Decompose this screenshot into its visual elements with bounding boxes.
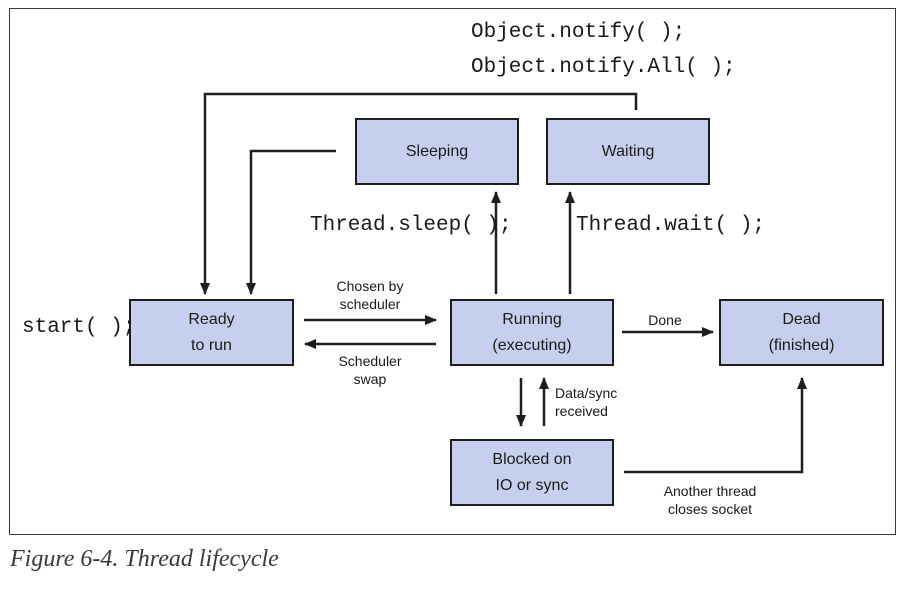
- node-waiting: Waiting: [546, 118, 710, 185]
- label-another-thread-line1: Another thread: [663, 483, 757, 499]
- node-running-label-line2: (executing): [492, 336, 572, 354]
- node-ready: Ready to run: [129, 299, 294, 366]
- node-ready-label-line1: Ready: [188, 310, 235, 328]
- label-swap-line1: Scheduler: [338, 353, 402, 369]
- node-dead-label-line2: (finished): [768, 336, 835, 354]
- label-chosen-line1: Chosen by: [336, 278, 404, 294]
- label-thread-sleep: Thread.sleep( );: [310, 214, 512, 237]
- node-dead: Dead (finished): [719, 299, 884, 366]
- node-ready-label-line2: to run: [191, 336, 232, 354]
- label-object-notify-all: Object.notify.All( );: [471, 56, 736, 79]
- node-blocked-label-line1: Blocked on: [492, 450, 572, 468]
- label-another-thread: Another thread closes socket: [645, 482, 775, 518]
- label-data-sync-received: Data/sync received: [555, 384, 635, 420]
- node-running: Running (executing): [450, 299, 614, 366]
- node-waiting-label: Waiting: [601, 142, 655, 160]
- label-done: Done: [636, 311, 694, 329]
- label-chosen-line2: scheduler: [339, 296, 401, 312]
- label-swap-line2: swap: [353, 371, 387, 387]
- node-sleeping-label: Sleeping: [405, 142, 469, 160]
- label-data-sync-line1: Data/sync: [555, 385, 618, 401]
- label-chosen-by-scheduler: Chosen by scheduler: [322, 277, 418, 313]
- node-dead-label-line1: Dead: [782, 310, 821, 328]
- node-sleeping: Sleeping: [355, 118, 519, 185]
- label-start: start( );: [22, 316, 136, 339]
- label-scheduler-swap: Scheduler swap: [322, 352, 418, 388]
- arrow-blocked-to-dead: [624, 377, 807, 474]
- diagram-frame: [9, 8, 896, 535]
- label-object-notify: Object.notify( );: [471, 21, 686, 44]
- node-blocked: Blocked on IO or sync: [450, 439, 614, 506]
- arrow-sleeping-to-ready: [246, 149, 336, 295]
- arrow-notify-to-ready: [200, 92, 638, 295]
- node-blocked-label-line2: IO or sync: [495, 476, 569, 494]
- node-running-label-line1: Running: [502, 310, 562, 328]
- label-done-text: Done: [648, 312, 682, 328]
- label-another-thread-line2: closes socket: [667, 501, 753, 517]
- label-thread-wait: Thread.wait( );: [576, 214, 766, 237]
- label-data-sync-line2: received: [555, 403, 608, 419]
- figure-caption: Figure 6-4. Thread lifecycle: [10, 546, 279, 572]
